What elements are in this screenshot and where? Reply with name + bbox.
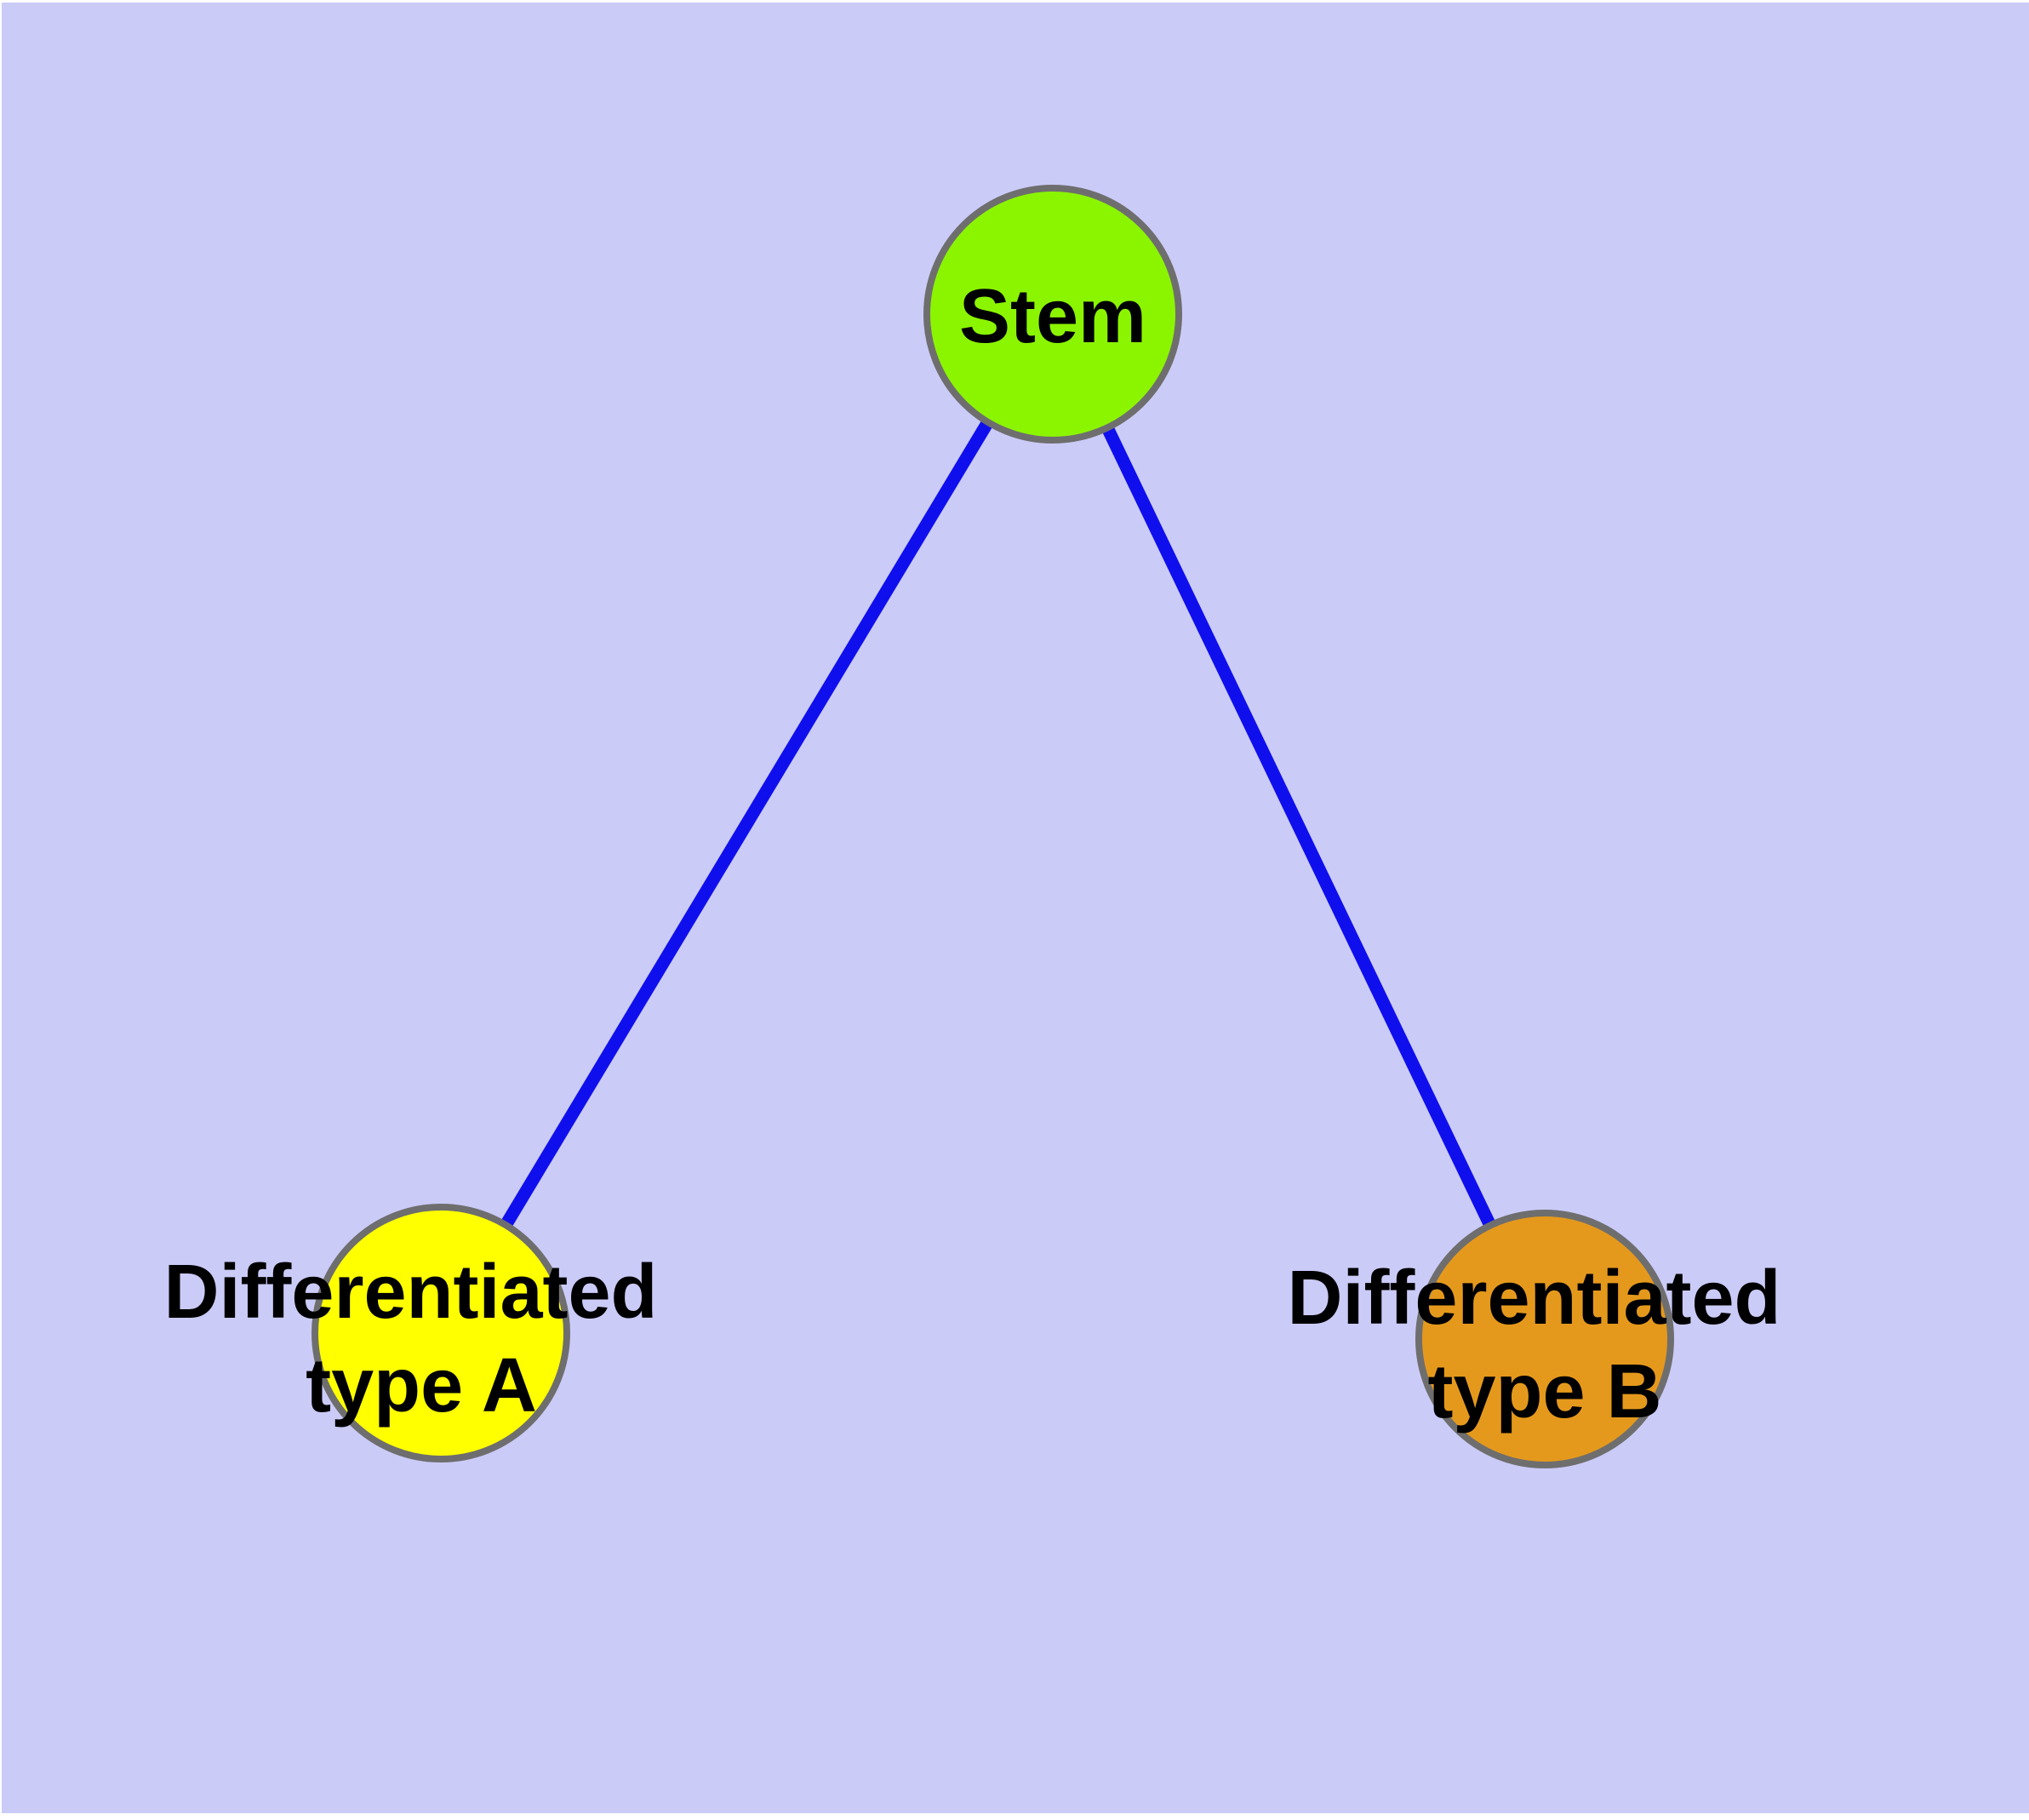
node-differentiated-type-b [1415,1210,1674,1468]
node-stem [923,185,1182,444]
node-label-differentiated-type-a: Differentiated type A [163,1250,678,1428]
node-label-line: type B [1427,1349,1661,1434]
node-label-line: Differentiated [163,1250,657,1335]
node-label-stem: Stem [959,274,1146,359]
node-label-line: Differentiated [1287,1256,1780,1341]
node-label-differentiated-type-b: Differentiated type B [1287,1256,1802,1434]
node-differentiated-type-a [311,1204,570,1462]
node-label-line: type A [306,1343,537,1428]
edge-stem-to-type-a [435,311,1059,1336]
edge-stem-to-type-b [1047,311,1551,1342]
